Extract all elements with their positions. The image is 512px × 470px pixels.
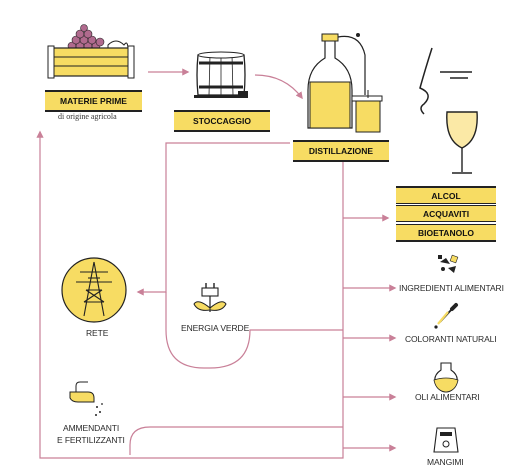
- bioetanolo-box: BIOETANOLO: [396, 224, 496, 242]
- barrel-icon: [194, 51, 248, 98]
- distillazione-box: DISTILLAZIONE: [293, 140, 389, 162]
- fertilizer-hand-icon: [69, 381, 103, 416]
- materie-prime-subtitle: di origine agricola: [58, 112, 117, 121]
- acquaviti-box: ACQUAVITI: [396, 205, 496, 222]
- oli-label: OLI ALIMENTARI: [415, 392, 480, 402]
- coloranti-label: COLORANTI NATURALI: [405, 334, 497, 344]
- alcol-box: ALCOL: [396, 186, 496, 204]
- nose-wine-glass-icon: [419, 47, 478, 174]
- flow-lines: [36, 68, 397, 459]
- flow-energia-verde-loop: [165, 292, 343, 369]
- dropper-icon: [434, 303, 458, 329]
- rete-label: RETE: [86, 328, 109, 338]
- flow-stoccaggio-to-distillazione: [254, 74, 303, 100]
- ammendanti-label-line2: E FERTILIZZANTI: [57, 435, 125, 445]
- oil-flask-icon: [433, 362, 459, 393]
- stoccaggio-box: STOCCAGGIO: [174, 110, 270, 132]
- flow-ammendanti: [129, 426, 343, 455]
- ingredients-icon: [438, 254, 459, 273]
- ingredienti-label: INGREDIENTI ALIMENTARI: [399, 283, 504, 293]
- plug-leaf-icon: [193, 283, 227, 312]
- pylon-icon: [61, 257, 127, 323]
- feed-bag-icon: [433, 427, 459, 453]
- distiller-icon: [307, 33, 383, 133]
- materie-prime-box: MATERIE PRIME: [45, 90, 142, 112]
- ammendanti-label-line1: AMMENDANTI: [63, 423, 120, 433]
- grape-crate-icon: [47, 24, 135, 79]
- mangimi-label: MANGIMI: [427, 457, 464, 467]
- energia-verde-label: ENERGIA VERDE: [181, 323, 250, 333]
- flow-to-rete: [136, 142, 290, 296]
- flow-return: [36, 130, 344, 459]
